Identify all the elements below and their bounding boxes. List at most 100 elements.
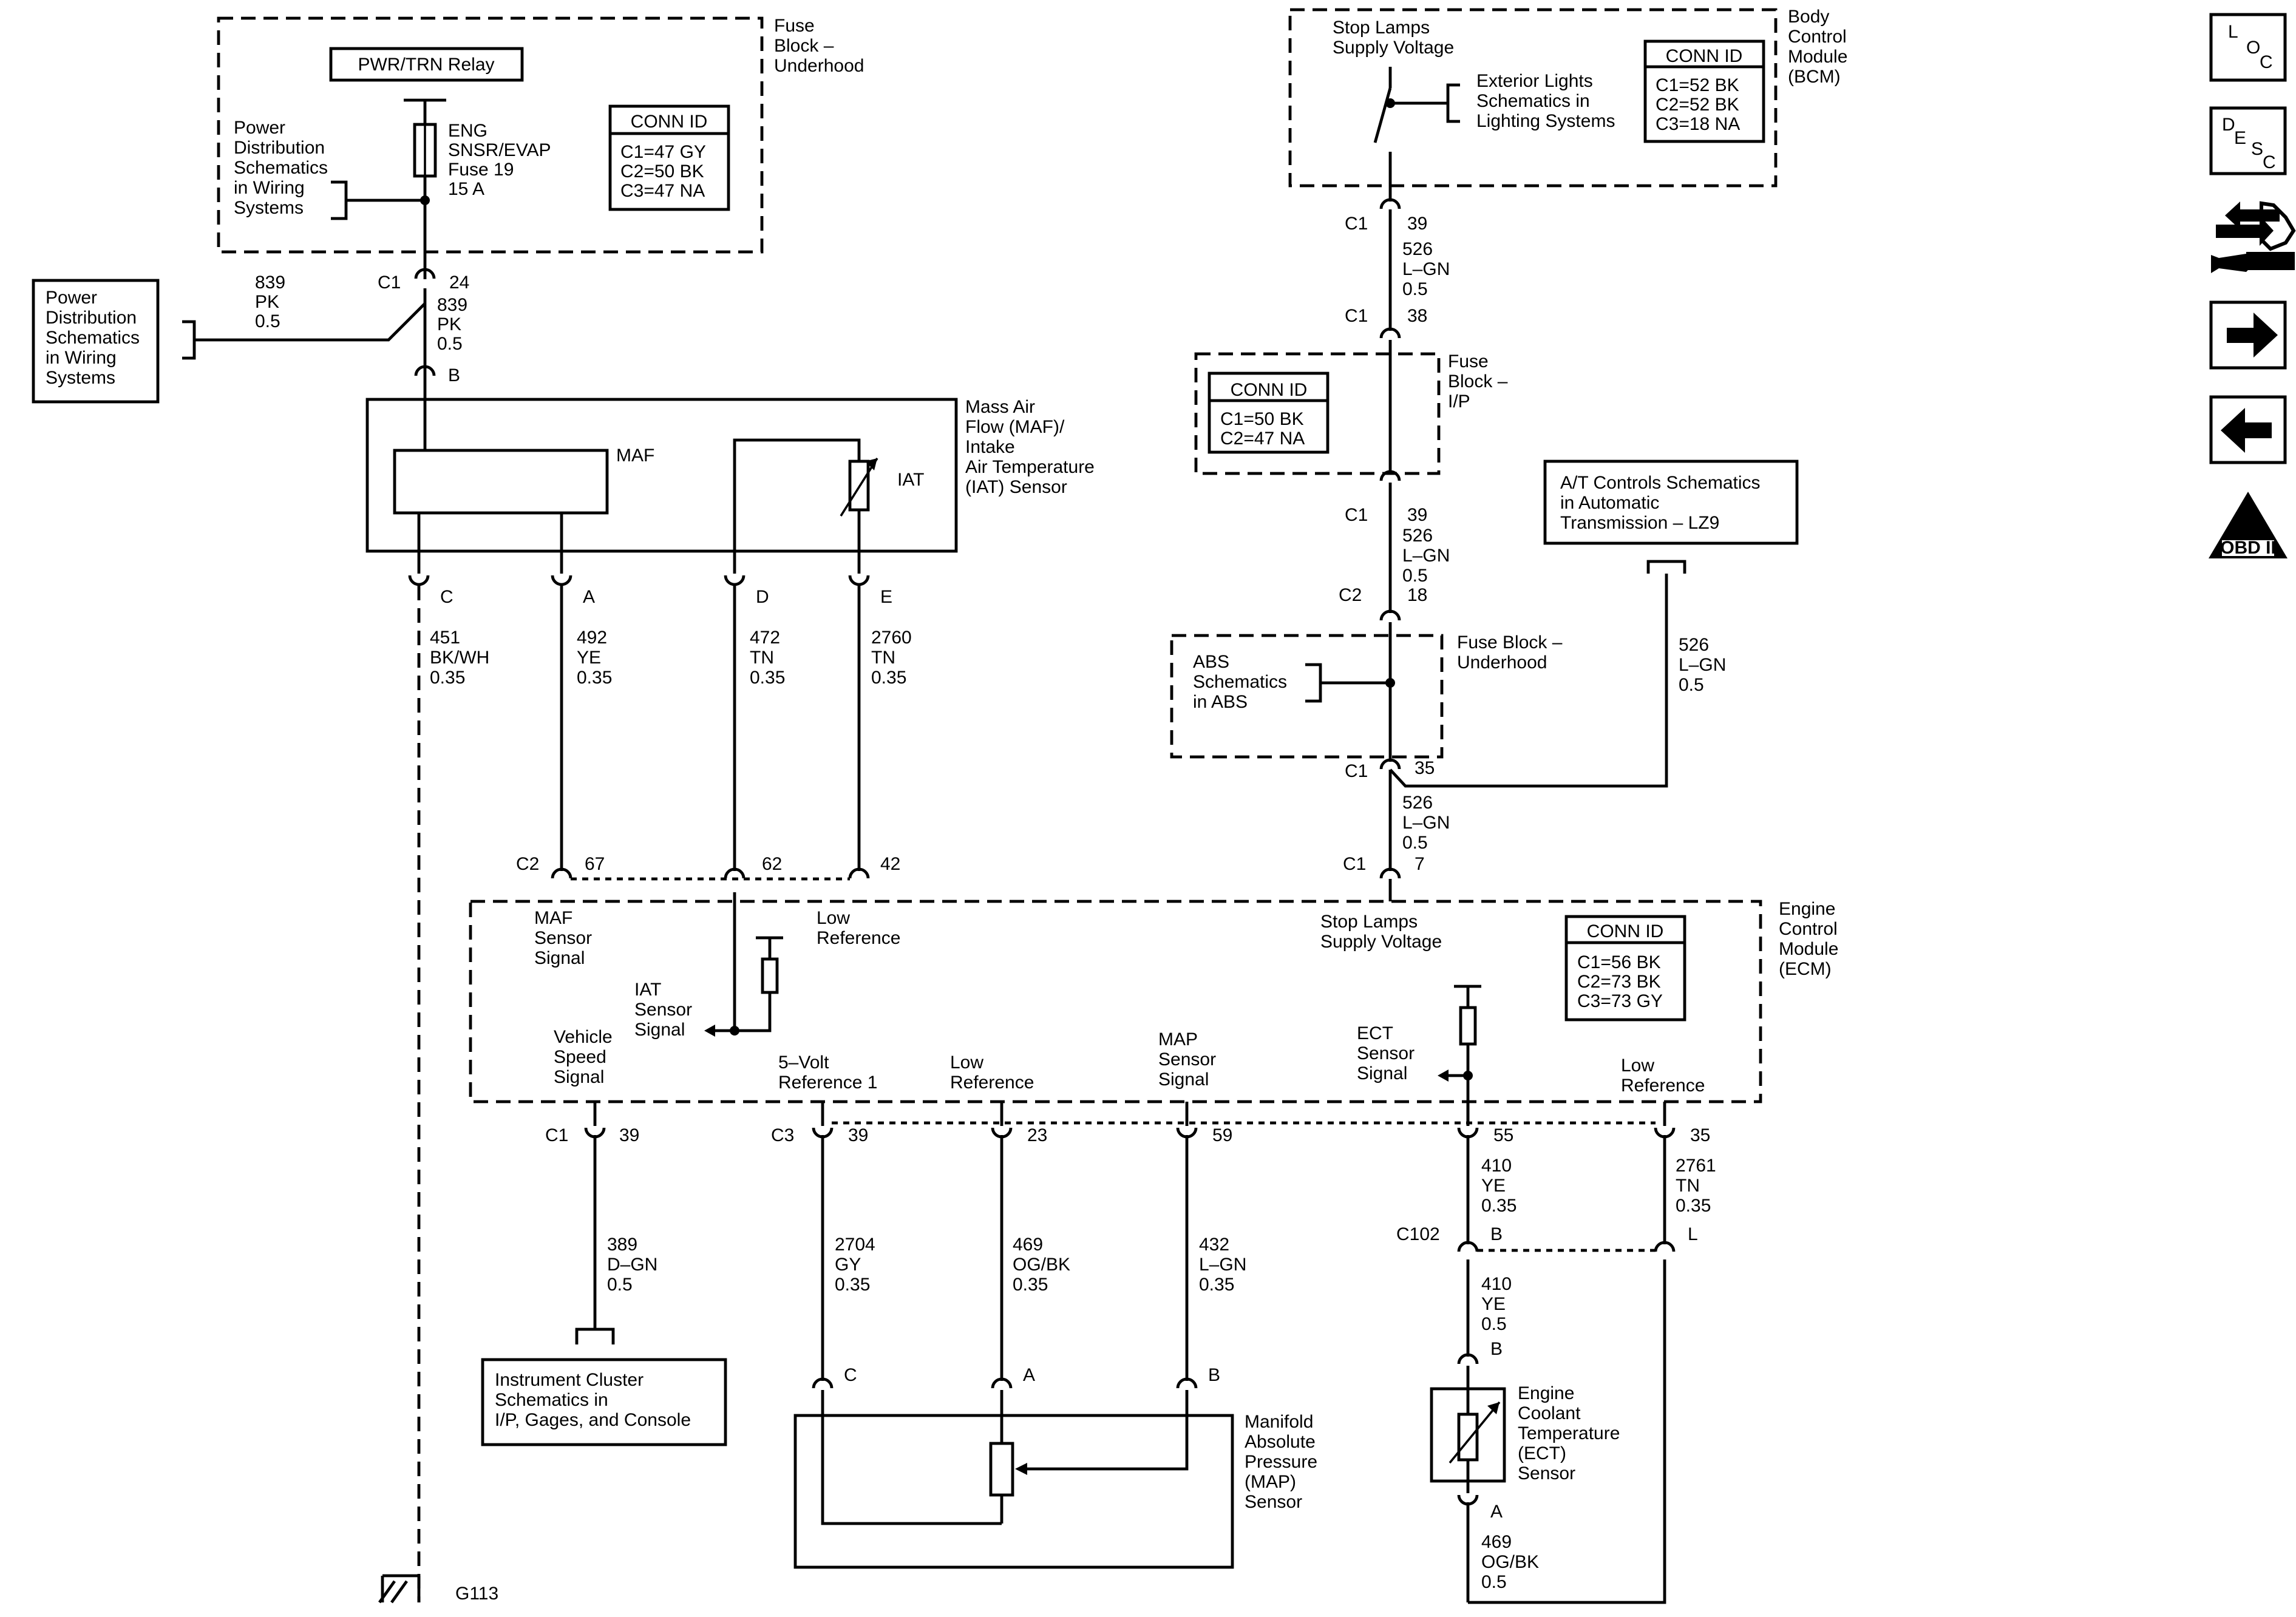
wire-526-lgn-at-label-line: 526 (1679, 635, 1709, 655)
wire-469-ogbk-ect-label-line: OG/BK (1481, 1552, 1539, 1572)
abs-schematics-label-line: in ABS (1193, 692, 1248, 712)
next-button[interactable] (2209, 300, 2287, 370)
at-controls-label-line: Transmission – LZ9 (1560, 513, 1719, 533)
power-distribution-label-line: Distribution (234, 138, 325, 158)
iat-element-label: IAT (897, 470, 924, 490)
pin-a-label: A (1490, 1502, 1503, 1522)
conn-id-table-fuse-ip (1207, 371, 1330, 454)
bracket (1646, 560, 1686, 574)
wire-526-lgn-label-line: L–GN (1402, 259, 1450, 279)
fuse-block-underhood-title-line: Underhood (774, 56, 864, 76)
pin-d-label: D (756, 587, 769, 607)
bcm-title-line: (BCM) (1788, 67, 1841, 87)
maf-sensor-title-line: Mass Air (965, 397, 1035, 417)
connector-repair-button[interactable] (2211, 201, 2296, 273)
map-connector-cavity (991, 1377, 1013, 1389)
low-reference-label-line: Reference (1621, 1076, 1705, 1096)
wire-2761-tn-label-line: 2761 (1676, 1156, 1716, 1176)
ecm-title-line: Engine (1779, 899, 1835, 919)
iat-thermistor-arrowhead (865, 458, 877, 470)
ground-hatch (378, 1580, 396, 1604)
fuse-19-label-line: 15 A (448, 179, 484, 199)
pin-35-label: 35 (1690, 1125, 1710, 1145)
repair-wrench (2211, 254, 2255, 273)
wire-469-ogbk-label-line: 469 (1013, 1235, 1043, 1255)
fuse-block-ip-title-line: Fuse (1448, 351, 1489, 371)
pin-59-label: 59 (1212, 1125, 1232, 1145)
low-reference-label-line: Low (950, 1053, 983, 1073)
previous-button[interactable] (2209, 395, 2287, 464)
conn-id-entry-line: C2=52 BK (1656, 95, 1739, 115)
pin-39-label: 39 (1407, 214, 1427, 234)
vehicle-speed-signal-label-line: Signal (554, 1067, 604, 1087)
loc-button[interactable]: LOC (2209, 13, 2287, 82)
conn-id-entry-line: C1=47 GY (620, 142, 706, 162)
repair-arrow-right (2216, 215, 2274, 246)
pin-b-label: B (1490, 1339, 1503, 1359)
wire-410-ye-sensor-label-line: 410 (1481, 1274, 1512, 1294)
pin-35-label: 35 (1415, 758, 1435, 778)
fuse-19-label-line: Fuse 19 (448, 160, 514, 180)
wire-469-ogbk-ect-label-line: 469 (1481, 1532, 1512, 1552)
map-sensor-title-line: Manifold (1245, 1412, 1313, 1432)
bcm-title-line: Module (1788, 47, 1847, 67)
connector-c102-label: C102 (1396, 1224, 1440, 1244)
maf-connector-cavity (408, 575, 430, 586)
wire-2704-gy-label-line: 2704 (835, 1235, 875, 1255)
repair-connector-outline (2260, 201, 2296, 251)
connector-c1-label: C1 (1345, 761, 1368, 781)
loc-icon-letter: O (2246, 38, 2260, 58)
wire-410-ye-sensor-label-line: YE (1481, 1294, 1506, 1314)
maf-sensor-title-line: Intake (965, 437, 1015, 457)
maf-connector-cavity (724, 575, 746, 586)
fuse-block-underhood-mid-outline (1170, 634, 1444, 759)
map-reference-internal (821, 1390, 1002, 1525)
ecm-c1-7-cavity (1379, 867, 1401, 879)
power-distribution-label-line: Schematics (234, 158, 328, 178)
maf-sensor-signal-label-line: Signal (534, 948, 585, 968)
ect-sensor-signal-label-line: Sensor (1357, 1043, 1415, 1063)
wire-472-tn-label-line: 0.35 (750, 668, 785, 688)
wire-432-lgn-label-line: L–GN (1199, 1255, 1246, 1275)
desc-icon-letter: C (2263, 152, 2276, 172)
power-distribution-left-label-line: Schematics (46, 328, 140, 348)
bracket (1446, 83, 1460, 123)
fuse-19-label-line: ENG (448, 121, 487, 141)
conn-id-table-ecm (1564, 915, 1686, 1022)
fuse-block-ip-title-line: I/P (1448, 392, 1470, 412)
connector-repair-icon (2211, 201, 2296, 273)
uh-c1-35-cavity (1379, 758, 1401, 770)
pin-62-label: 62 (762, 854, 782, 874)
fuse-block-underhood-title-line: Fuse Block – (1457, 632, 1563, 653)
power-distribution-label-line: in Wiring (234, 178, 305, 198)
map-sensor-title-line: Sensor (1245, 1492, 1302, 1512)
wire-469-ogbk-label-line: 0.35 (1013, 1275, 1048, 1295)
ecm-outline (469, 900, 1762, 1103)
power-distribution-left-label-line: Distribution (46, 308, 137, 328)
c102-l-cavity (1654, 1241, 1676, 1252)
wire-451-bkwh-label-line: BK/WH (430, 648, 489, 668)
wire-472-tn-label-line: TN (750, 648, 774, 668)
fuse-block-ip-title-line: Block – (1448, 371, 1508, 392)
bcm-title-line: Body (1788, 7, 1829, 27)
map-wiper-arrowhead (1015, 1463, 1027, 1475)
connector-c2-label: C2 (1339, 585, 1362, 605)
pin-24-label: 24 (449, 273, 469, 293)
pin-55-label: 55 (1493, 1125, 1513, 1145)
connector-c1-label: C1 (1345, 214, 1368, 234)
loc-icon-letter: C (2260, 52, 2273, 72)
low-reference-label-line: Reference (950, 1073, 1034, 1093)
pin-c-label: C (844, 1365, 857, 1385)
map-sensor-signal-label-line: MAP (1158, 1029, 1198, 1049)
ground-hatch (390, 1580, 408, 1604)
ecm-c2-label: C2 (516, 854, 539, 874)
ecm-c2-cavity (848, 867, 870, 879)
loc-button-frame (2209, 13, 2287, 82)
pin-18-label: 18 (1407, 585, 1427, 605)
uh-c2-18-cavity (1379, 609, 1401, 621)
map-sensor-title-line: (MAP) (1245, 1472, 1296, 1492)
instrument-cluster-label-line: I/P, Gages, and Console (495, 1410, 691, 1430)
